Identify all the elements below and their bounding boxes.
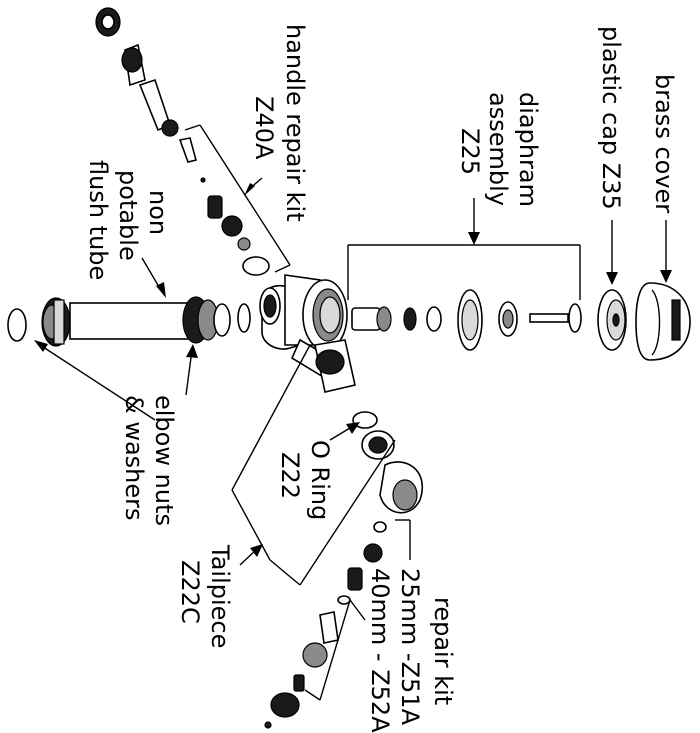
label-diaphram-1: diaphram xyxy=(514,92,542,207)
label-elbow-1: elbow nuts xyxy=(150,395,178,526)
flush-tube xyxy=(69,302,191,340)
label-elbow-2: & washers xyxy=(120,395,148,521)
tailpiece-parts xyxy=(264,339,423,729)
handle-parts xyxy=(95,7,270,276)
label-handle-kit-1: handle repair kit xyxy=(281,24,309,222)
label-diaphram-2: assembly xyxy=(484,92,512,206)
label-handle-kit-2: Z40A xyxy=(250,96,278,160)
elbow-nut-left xyxy=(41,297,71,347)
diaphram-parts xyxy=(351,289,582,351)
label-brass-cover: brass cover xyxy=(650,74,678,213)
label-plastic-cap: plastic cap Z35 xyxy=(597,26,625,210)
label-tailpiece-2: Z22C xyxy=(176,560,204,624)
label-oring-2: Z22 xyxy=(276,452,304,499)
label-oring-1: O Ring xyxy=(306,440,334,520)
label-repair-kit-2: 25mm -Z51A xyxy=(396,568,424,726)
end-washer xyxy=(7,308,27,342)
elbow-nut-right xyxy=(182,296,251,344)
label-flush-tube-2: potable xyxy=(114,170,142,261)
label-repair-kit-3: 40mm - Z52A xyxy=(366,568,394,733)
leader-lines xyxy=(34,124,672,701)
label-repair-kit-1: repair kit xyxy=(429,597,457,705)
label-diaphram-3: Z25 xyxy=(456,128,484,175)
brass-cover xyxy=(635,282,691,361)
plastic-cap xyxy=(597,289,627,351)
label-flush-tube-1: non xyxy=(144,190,172,235)
label-flush-tube-3: flush tube xyxy=(84,160,112,280)
label-tailpiece-1: Tailpiece xyxy=(206,544,234,648)
